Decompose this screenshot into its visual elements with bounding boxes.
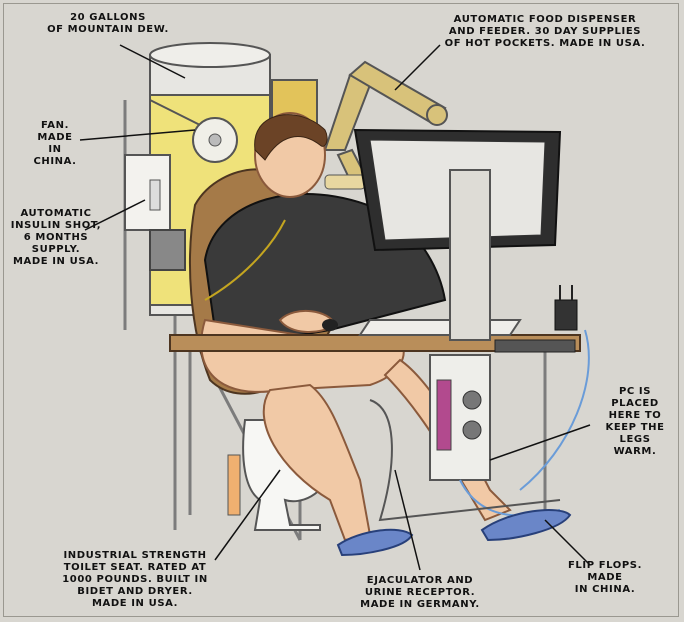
cables [204,219,590,522]
label-flip-flops: FLIP FLOPS. MADE IN CHINA. [567,560,642,595]
hair [254,114,328,161]
frame-border [3,3,679,617]
label-mountain-dew: 20 GALLONS OF MOUNTAIN DEW. [47,12,169,35]
leader-lines [79,44,591,571]
router [554,285,578,331]
monitor [353,128,562,341]
flip-flops [336,509,572,557]
pc-tower [429,354,491,481]
mouse [322,319,338,331]
fan [149,99,238,163]
insulin-device [124,154,186,271]
label-fan: FAN. MADE IN CHINA. [33,120,77,167]
label-pc-placement: PC IS PLACED HERE TO KEEP THE LEGS WARM. [605,386,665,457]
label-receptor: EJACULATOR AND URINE RECEPTOR. MADE IN G… [360,575,480,610]
label-toilet-seat: INDUSTRIAL STRENGTH TOILET SEAT. RATED A… [62,550,208,609]
label-food-dispenser: AUTOMATIC FOOD DISPENSER AND FEEDER. 30 … [444,14,646,49]
label-insulin: AUTOMATIC INSULIN SHOT, 6 MONTHS SUPPLY.… [10,208,102,267]
